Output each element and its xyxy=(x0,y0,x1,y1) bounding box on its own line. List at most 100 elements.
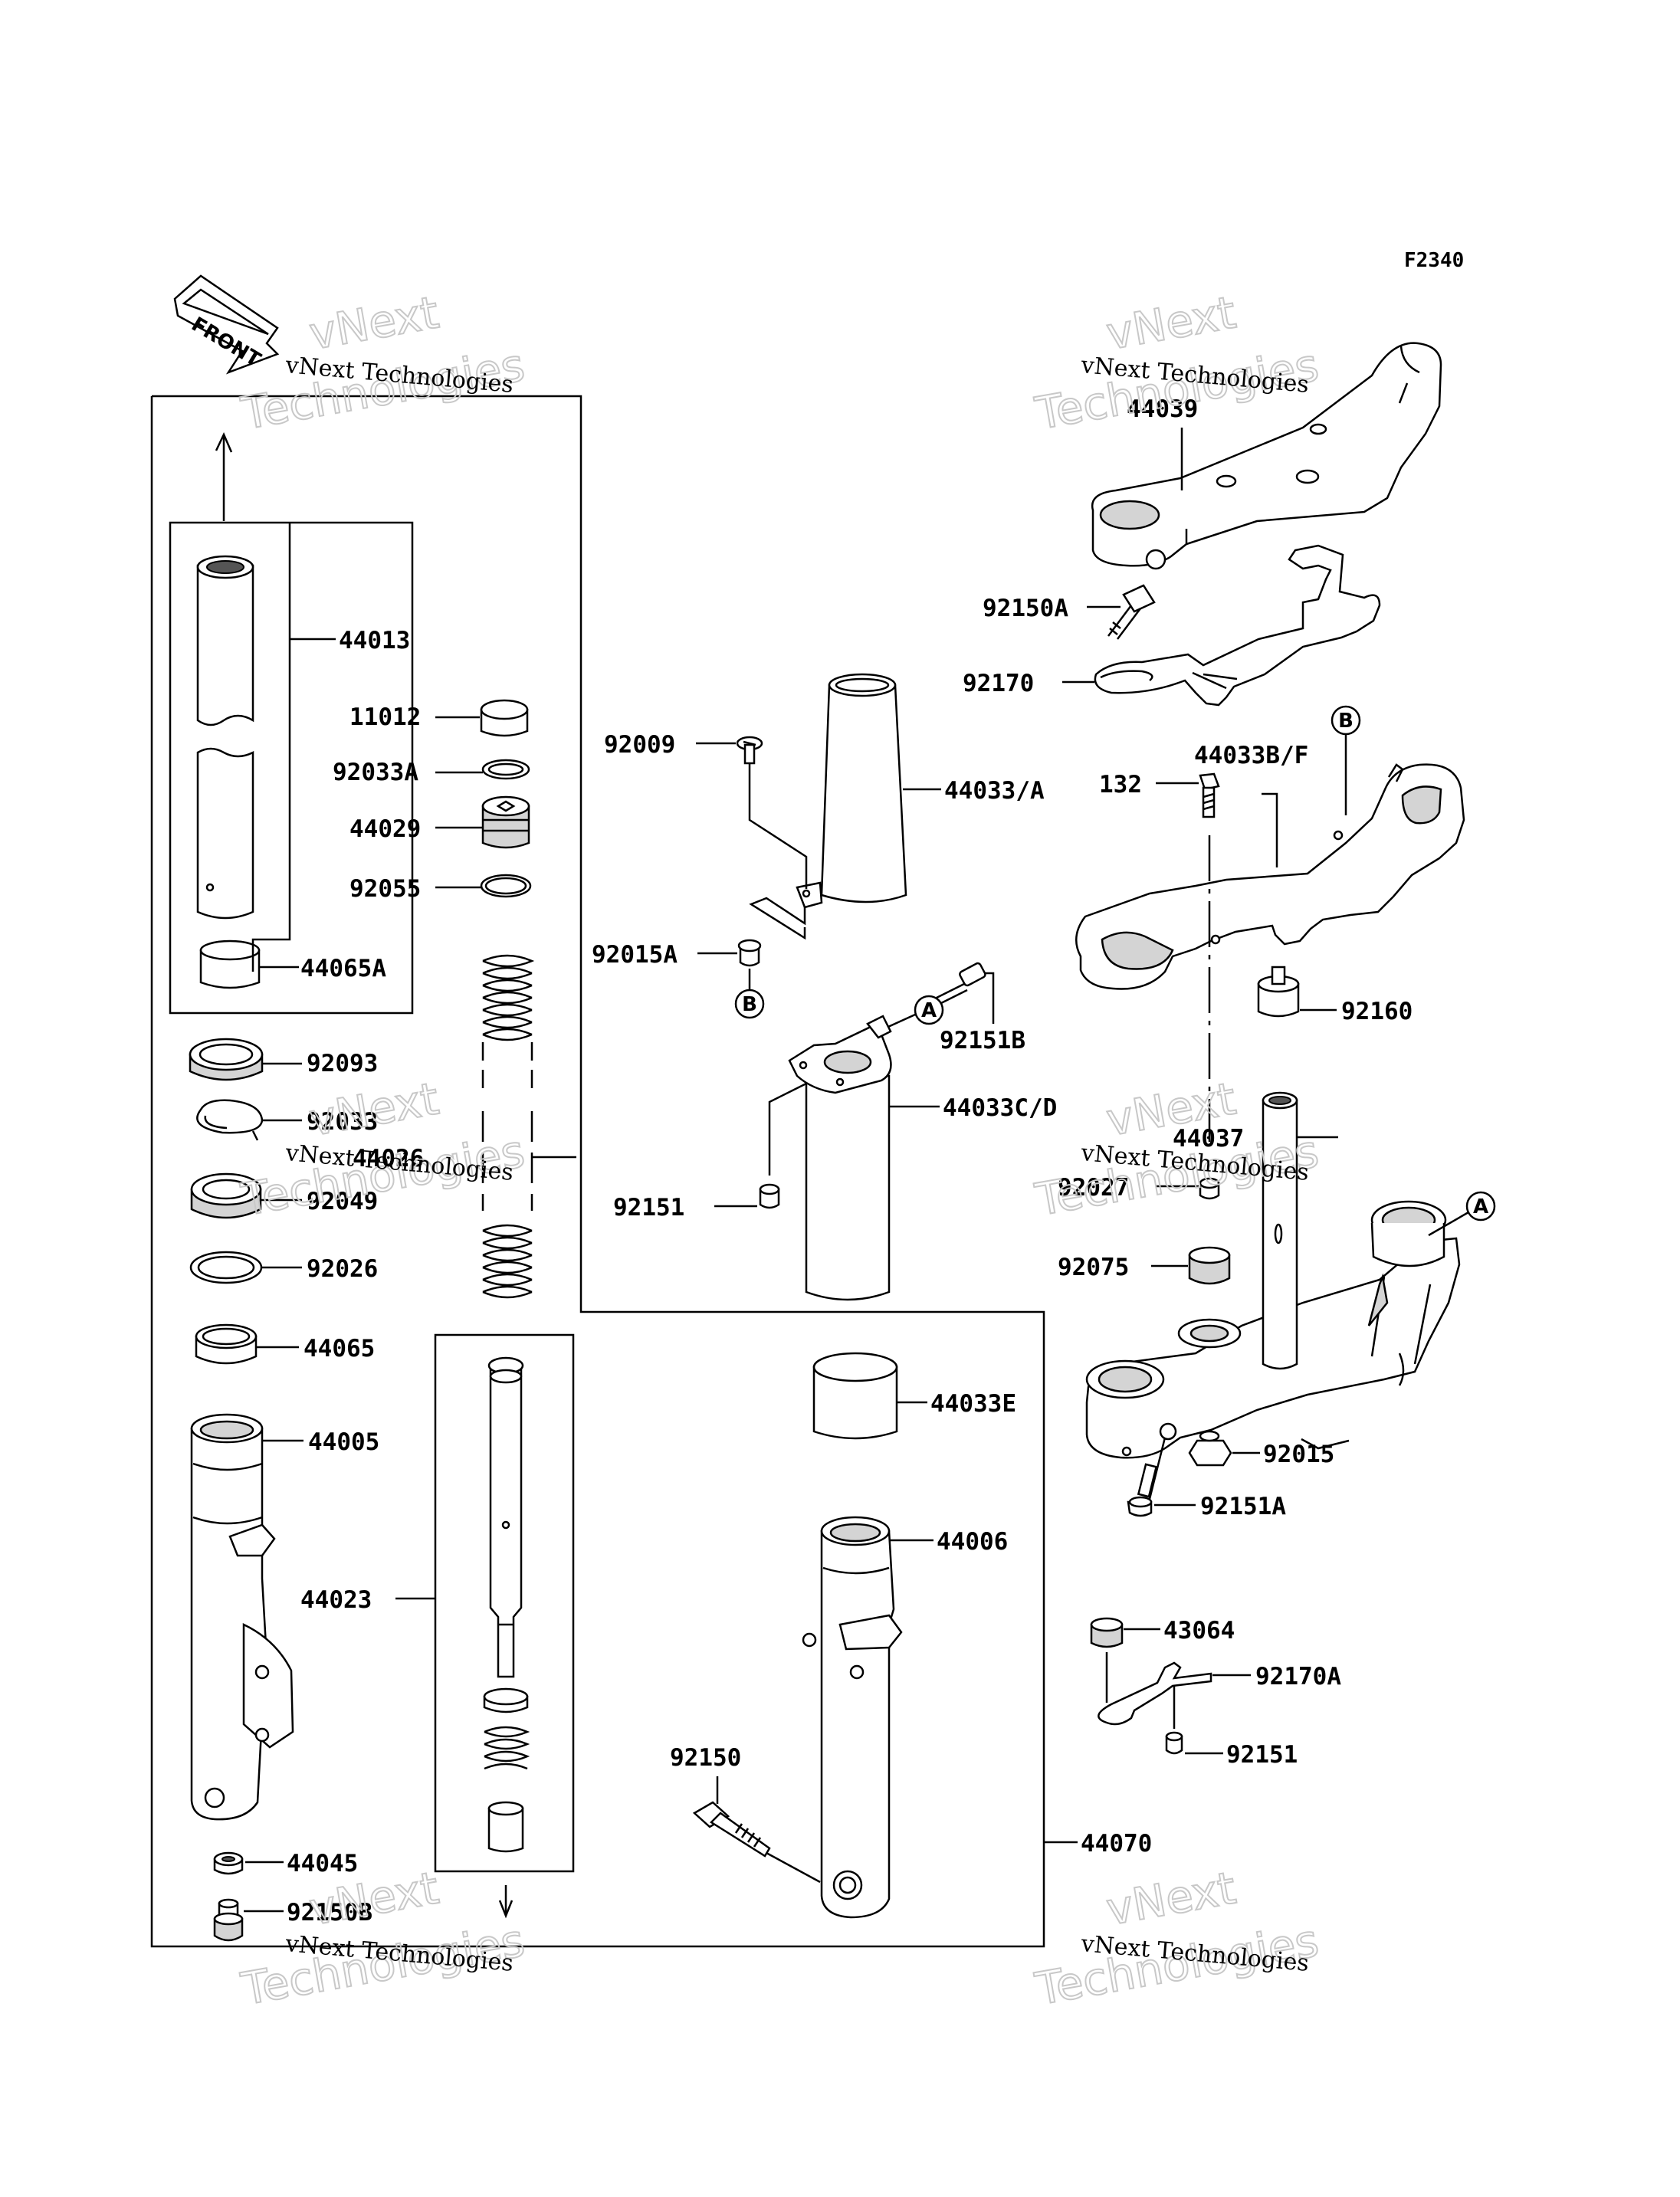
clamp-92170 xyxy=(1094,544,1381,707)
bolt-92150 xyxy=(692,1801,821,1884)
nut-92015 xyxy=(1188,1430,1232,1467)
ref-marker-a-left: A xyxy=(881,995,944,1031)
label-92015A: 92015A xyxy=(592,941,678,969)
svg-text:vNext: vNext xyxy=(1103,1861,1240,1935)
label-92151B: 92151B xyxy=(940,1027,1025,1054)
damper-92075 xyxy=(1188,1246,1231,1285)
fork-outer-tube-44005 xyxy=(190,1413,294,1821)
label-92033A: 92033A xyxy=(333,759,418,786)
label-92027: 92027 xyxy=(1058,1174,1129,1202)
watermark-1: vNext Technologies vNext Technologies xyxy=(237,285,530,441)
fork-outer-tube-44006 xyxy=(802,1516,903,1919)
snap-ring-92033 xyxy=(196,1099,264,1141)
label-92150B: 92150B xyxy=(287,1899,372,1926)
watermark-3: vNext Technologies vNext Technologies xyxy=(237,1071,530,1227)
screw-92009 xyxy=(736,736,763,765)
label-43064: 43064 xyxy=(1163,1617,1235,1644)
svg-text:vNext: vNext xyxy=(306,286,443,359)
seal-92049 xyxy=(190,1172,262,1219)
damper-rod-44023 xyxy=(483,1356,530,1919)
label-92170A: 92170A xyxy=(1255,1663,1341,1690)
label-92015: 92015 xyxy=(1263,1441,1334,1468)
fork-cover-44033CD xyxy=(788,1015,892,1301)
label-44023: 44023 xyxy=(300,1586,372,1614)
label-44033BF: 44033B/F xyxy=(1194,742,1308,769)
washer-92026 xyxy=(189,1251,263,1284)
bolt-92150B xyxy=(213,1898,244,1942)
spring-44026 xyxy=(481,954,535,1299)
label-44033A: 44033/A xyxy=(944,777,1045,805)
watermark-5: vNext Technologies vNext Technologies xyxy=(237,1861,530,2016)
o-ring-92055 xyxy=(480,874,532,898)
label-44065A: 44065A xyxy=(300,955,386,982)
part-labels: 44013 11012 92033A 44029 92055 44065A 92… xyxy=(287,395,1413,1926)
label-92026: 92026 xyxy=(307,1255,378,1283)
watermark-6: vNext Technologies vNext Technologies xyxy=(1031,1861,1324,2016)
sheet-code: F2340 xyxy=(1404,249,1464,272)
label-44065: 44065 xyxy=(304,1335,375,1362)
front-arrow-icon: FRONT xyxy=(173,274,280,375)
label-44045: 44045 xyxy=(287,1850,358,1877)
seal-92093 xyxy=(189,1038,264,1081)
label-44070: 44070 xyxy=(1081,1830,1152,1858)
label-44013: 44013 xyxy=(339,627,410,654)
svg-text:A: A xyxy=(1473,1195,1488,1218)
upper-bracket-44039 xyxy=(1091,342,1442,570)
label-92151-right: 92151 xyxy=(1226,1741,1298,1769)
label-92075: 92075 xyxy=(1058,1254,1129,1281)
label-44029: 44029 xyxy=(349,815,421,843)
label-44033CD: 44033C/D xyxy=(943,1094,1057,1122)
lower-bracket-44033BF xyxy=(1075,763,1465,990)
label-92160: 92160 xyxy=(1341,998,1413,1025)
label-44037: 44037 xyxy=(1173,1125,1244,1153)
label-11012: 11012 xyxy=(349,703,421,731)
label-44005: 44005 xyxy=(308,1428,379,1456)
gasket-44045 xyxy=(213,1851,244,1875)
leader-lines xyxy=(244,428,1338,1913)
ref-marker-a-right: A xyxy=(1428,1191,1496,1237)
bolt-92151-right xyxy=(1165,1686,1183,1755)
fork-cover-44033A xyxy=(796,673,907,909)
label-92049: 92049 xyxy=(307,1188,378,1215)
cover-ring-44033E xyxy=(812,1352,898,1440)
svg-text:B: B xyxy=(742,993,757,1016)
svg-text:B: B xyxy=(1338,710,1354,733)
label-92150A: 92150A xyxy=(983,595,1068,622)
label-92151A: 92151A xyxy=(1200,1493,1286,1520)
label-92055: 92055 xyxy=(349,875,421,903)
steering-stem-44037 xyxy=(1085,1091,1461,1459)
label-44026: 44026 xyxy=(353,1145,424,1172)
plug-44029 xyxy=(481,795,530,849)
bolt-92151A xyxy=(1127,1437,1166,1517)
bushing-44065A xyxy=(199,939,261,989)
label-92033: 92033 xyxy=(307,1108,378,1136)
o-ring-92033A xyxy=(481,759,530,780)
grommet-92015A xyxy=(737,939,762,967)
label-92009: 92009 xyxy=(604,731,675,759)
cap-11012 xyxy=(480,699,529,737)
label-132: 132 xyxy=(1099,771,1142,798)
bolt-92151-center xyxy=(759,1183,780,1209)
label-92151-center: 92151 xyxy=(613,1194,684,1221)
assembly-frames xyxy=(150,395,1045,1948)
label-92170: 92170 xyxy=(963,670,1034,697)
label-44033E: 44033E xyxy=(930,1390,1016,1418)
grommet-92027 xyxy=(1199,1177,1220,1200)
bolt-132 xyxy=(1199,772,1220,818)
label-44039: 44039 xyxy=(1127,395,1198,423)
ref-marker-b-upper: B xyxy=(1331,705,1361,815)
bushing-44065 xyxy=(195,1323,258,1365)
bolt-92150A xyxy=(1107,584,1156,640)
label-44006: 44006 xyxy=(937,1528,1008,1556)
label-92093: 92093 xyxy=(307,1050,378,1077)
fork-inner-tube-44013 xyxy=(196,431,254,920)
ref-marker-b-lower: B xyxy=(734,969,765,1019)
grommet-92160 xyxy=(1257,966,1300,1018)
clamp-92170A xyxy=(1098,1661,1212,1726)
svg-text:vNext: vNext xyxy=(306,1072,443,1146)
grommet-43064 xyxy=(1090,1617,1124,1703)
label-92150: 92150 xyxy=(670,1744,741,1772)
svg-text:A: A xyxy=(921,999,937,1022)
svg-text:vNext: vNext xyxy=(1103,286,1240,359)
